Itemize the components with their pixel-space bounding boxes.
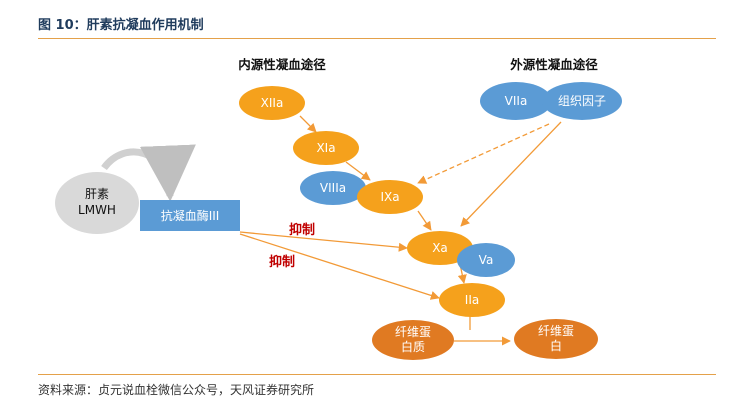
xia-node: XIa xyxy=(293,131,359,165)
antithrombin-label: 抗凝血酶III xyxy=(161,208,220,223)
tissue-factor-label: 组织因子 xyxy=(558,94,606,108)
source-note: 资料来源：贞元说血栓微信公众号，天风证券研究所 xyxy=(38,383,315,397)
arrow-extrinsic-to-xa xyxy=(460,121,562,227)
top-divider xyxy=(38,38,716,39)
va-label: Va xyxy=(479,253,494,267)
fibrinogen-label-line2: 白质 xyxy=(401,339,425,354)
xa-node: Xa xyxy=(407,231,473,265)
extrinsic-pathway-title: 外源性凝血途径 xyxy=(509,57,598,72)
fibrinogen-node: 纤维蛋 白质 xyxy=(372,320,454,360)
arrow-inhibit-iia xyxy=(239,233,440,300)
xiia-node: XIIa xyxy=(239,86,305,120)
tissue-factor-node: 组织因子 xyxy=(542,82,622,120)
viia-label: VIIa xyxy=(505,94,528,108)
heparin-label: 肝素 xyxy=(85,187,109,201)
heparin-node: 肝素 LMWH xyxy=(55,172,139,234)
ixa-label: IXa xyxy=(380,190,399,204)
arrow-xia-to-ixa xyxy=(345,161,371,181)
fibrin-label-line1: 纤维蛋 xyxy=(538,324,574,338)
fibrinogen-label-line1: 纤维蛋 xyxy=(395,325,431,339)
arrow-ixa-to-xa xyxy=(417,210,432,231)
xia-label: XIa xyxy=(316,141,335,155)
fibrin-label-line2: 白 xyxy=(550,338,562,353)
inhibit-label-iia: 抑制 xyxy=(269,254,295,270)
iia-node: IIa xyxy=(439,283,505,317)
iia-label: IIa xyxy=(465,293,479,307)
figure-title: 图 10：肝素抗凝血作用机制 xyxy=(38,18,204,33)
inhibit-label-xa: 抑制 xyxy=(289,222,315,238)
va-node: Va xyxy=(457,243,515,277)
antithrombin-node: 抗凝血酶III xyxy=(140,200,240,231)
bottom-divider xyxy=(38,374,716,375)
xiia-label: XIIa xyxy=(261,96,284,110)
viiia-label: VIIIa xyxy=(320,181,346,195)
arrow-dashed-extrinsic-to-ixa xyxy=(417,123,550,184)
arrow-inhibit-xa xyxy=(239,231,408,252)
intrinsic-pathway-title: 内源性凝血途径 xyxy=(238,57,326,72)
curved-arrow-heparin-to-antithrombin xyxy=(101,144,196,202)
viia-node: VIIa xyxy=(480,82,552,120)
arrow-xiia-to-xia xyxy=(299,115,317,133)
xa-label: Xa xyxy=(432,241,448,255)
fibrin-node: 纤维蛋 白 xyxy=(514,319,598,359)
viiia-node: VIIIa xyxy=(300,171,366,205)
lmwh-label: LMWH xyxy=(78,203,116,217)
ixa-node: IXa xyxy=(357,180,423,214)
